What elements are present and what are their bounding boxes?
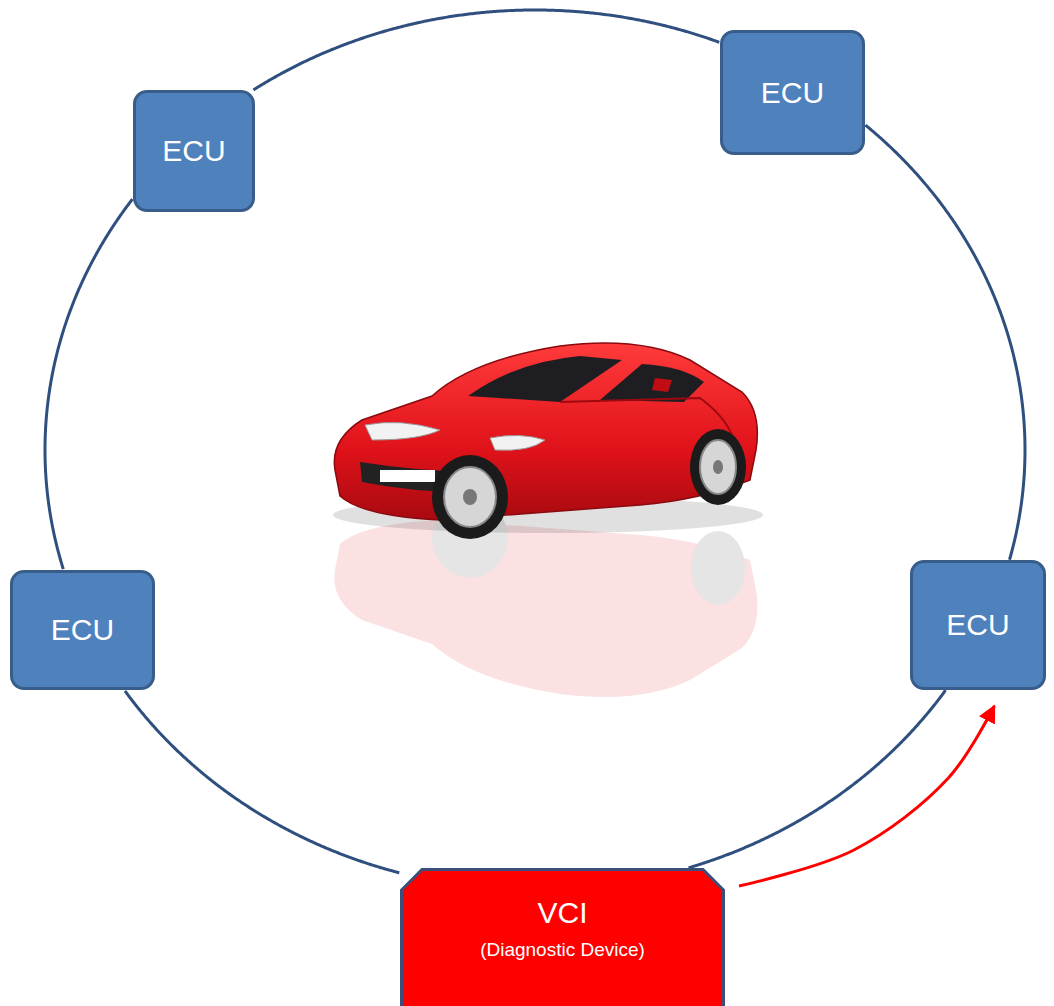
node-subtitle: (Diagnostic Device) bbox=[480, 938, 645, 962]
wheel-hub bbox=[463, 489, 477, 505]
ecu-box: ECU bbox=[10, 570, 155, 690]
ring-bus-line bbox=[125, 691, 399, 873]
car-headlight bbox=[490, 435, 545, 450]
wheel-rim bbox=[700, 440, 736, 494]
car-wheel bbox=[690, 429, 746, 505]
car-body-reflection bbox=[334, 520, 757, 697]
car-windshield bbox=[468, 356, 622, 402]
node-title: ECU bbox=[51, 611, 114, 649]
vci-outline bbox=[400, 868, 725, 1006]
ring-bus-line bbox=[45, 199, 132, 569]
wheel-rim bbox=[444, 467, 496, 527]
ring-bus-line bbox=[253, 10, 719, 90]
car-body bbox=[334, 343, 757, 520]
ring-bus-line bbox=[689, 690, 946, 868]
vci-device-box: VCI (Diagnostic Device) bbox=[400, 868, 725, 1006]
node-title: ECU bbox=[946, 606, 1009, 644]
wheel-reflection bbox=[691, 531, 745, 605]
car-headlight bbox=[365, 422, 440, 440]
license-plate bbox=[380, 470, 435, 482]
car-wheel bbox=[432, 455, 508, 539]
node-title: ECU bbox=[162, 132, 225, 170]
node-title: VCI bbox=[537, 894, 587, 932]
wheel-hub bbox=[713, 460, 723, 474]
car bbox=[333, 343, 763, 539]
diagnostic-arrow bbox=[739, 706, 994, 886]
ecu-box: ECU bbox=[133, 90, 255, 212]
ring-bus-line bbox=[865, 125, 1025, 560]
vci-shape bbox=[402, 870, 724, 1006]
car-side-window bbox=[600, 364, 704, 402]
ecu-box: ECU bbox=[910, 560, 1046, 690]
car-mirror bbox=[652, 378, 672, 392]
ecu-box: ECU bbox=[720, 30, 865, 155]
node-title: ECU bbox=[761, 74, 824, 112]
